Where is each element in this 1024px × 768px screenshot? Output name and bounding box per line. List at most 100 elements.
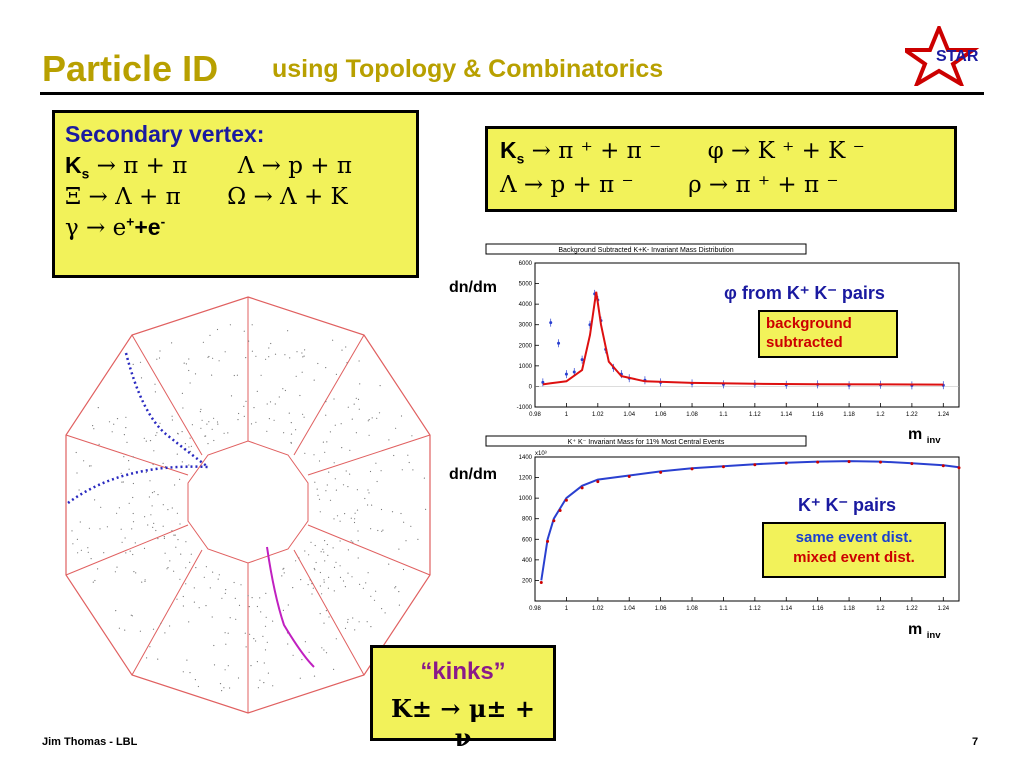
secondary-vertex-heading: Secondary vertex:	[65, 121, 265, 147]
hit	[128, 460, 130, 462]
hit	[244, 632, 246, 634]
hit	[171, 415, 173, 417]
hit	[398, 548, 400, 550]
y-tick-label: 600	[522, 537, 533, 543]
hit	[125, 427, 127, 429]
hit	[341, 349, 343, 351]
hit	[221, 597, 223, 599]
track-1	[124, 352, 209, 468]
hit	[290, 441, 292, 444]
hit	[350, 540, 352, 542]
page-subtitle: using Topology & Combinatorics	[272, 55, 664, 83]
hit	[78, 489, 80, 491]
hit	[189, 382, 191, 384]
hit	[129, 550, 131, 552]
hit	[407, 454, 409, 456]
hit	[158, 357, 161, 359]
hit	[325, 652, 328, 654]
hit	[219, 683, 222, 685]
x-tick-label: 1.02	[592, 412, 604, 418]
hit	[181, 392, 183, 394]
hit	[160, 622, 162, 624]
hit	[125, 552, 127, 554]
hit	[146, 657, 148, 659]
hit	[249, 633, 251, 635]
hit	[351, 418, 353, 420]
hit	[380, 508, 383, 511]
hit	[355, 397, 357, 399]
hit	[120, 528, 122, 530]
hit	[325, 367, 327, 369]
hit	[213, 664, 216, 666]
hit	[255, 355, 257, 357]
data-point	[910, 462, 914, 466]
hit	[344, 586, 346, 588]
hit	[402, 568, 405, 571]
hit	[253, 638, 255, 640]
hit	[304, 349, 306, 351]
hit	[155, 434, 157, 436]
hit	[237, 419, 239, 421]
hit	[287, 643, 289, 645]
hit	[325, 401, 327, 403]
hit	[173, 570, 175, 572]
hit	[335, 373, 337, 375]
hit	[357, 540, 359, 542]
hit	[314, 569, 316, 571]
hit	[283, 572, 285, 574]
hit	[318, 498, 321, 500]
hit	[367, 420, 369, 422]
hit	[251, 597, 253, 599]
hit	[243, 405, 245, 407]
hit	[171, 342, 173, 344]
hit	[189, 672, 191, 674]
hit	[163, 537, 165, 539]
hit	[354, 629, 356, 631]
hit	[189, 450, 192, 452]
hit	[206, 423, 208, 425]
hit	[237, 677, 240, 679]
hit	[324, 451, 326, 453]
hit	[185, 583, 187, 585]
hit	[130, 614, 132, 616]
hit	[124, 629, 126, 631]
y-tick-label: 4000	[519, 302, 533, 308]
hit	[263, 682, 265, 684]
hit	[208, 355, 210, 358]
plot2-caption: K⁺ K⁻ Invariant Mass for 11% Most Centra…	[568, 439, 725, 446]
star-logo-icon	[905, 26, 980, 86]
hit	[296, 351, 298, 353]
hit	[304, 452, 306, 454]
hit	[233, 374, 235, 377]
hit	[356, 509, 359, 511]
data-point	[596, 480, 600, 484]
decay-line-2: Λ → p + π ⁻ ρ → π ⁺ + π ⁻	[500, 172, 839, 198]
hit	[126, 441, 128, 443]
hit	[179, 523, 181, 525]
hit	[268, 418, 270, 420]
track-2	[67, 465, 209, 505]
hit	[148, 496, 150, 498]
hit	[401, 469, 403, 471]
hit	[368, 492, 370, 494]
x-tick-label: 1.06	[655, 606, 667, 612]
y-tick-label: 400	[522, 558, 533, 564]
hit	[256, 661, 258, 663]
hit	[98, 443, 100, 445]
plot2-y-exponent: x10³	[535, 451, 547, 457]
hit	[243, 415, 245, 417]
hit	[323, 551, 325, 553]
hit	[195, 567, 197, 569]
hit	[153, 522, 155, 524]
hit	[371, 504, 373, 506]
hit	[121, 541, 123, 543]
hit	[141, 581, 143, 583]
hit	[375, 462, 377, 464]
hit	[325, 414, 327, 416]
hit	[368, 419, 370, 421]
hit	[382, 529, 384, 531]
x-tick-label: 1.24	[937, 412, 949, 418]
hit	[347, 618, 349, 621]
hit	[118, 507, 120, 509]
hit	[240, 584, 242, 586]
